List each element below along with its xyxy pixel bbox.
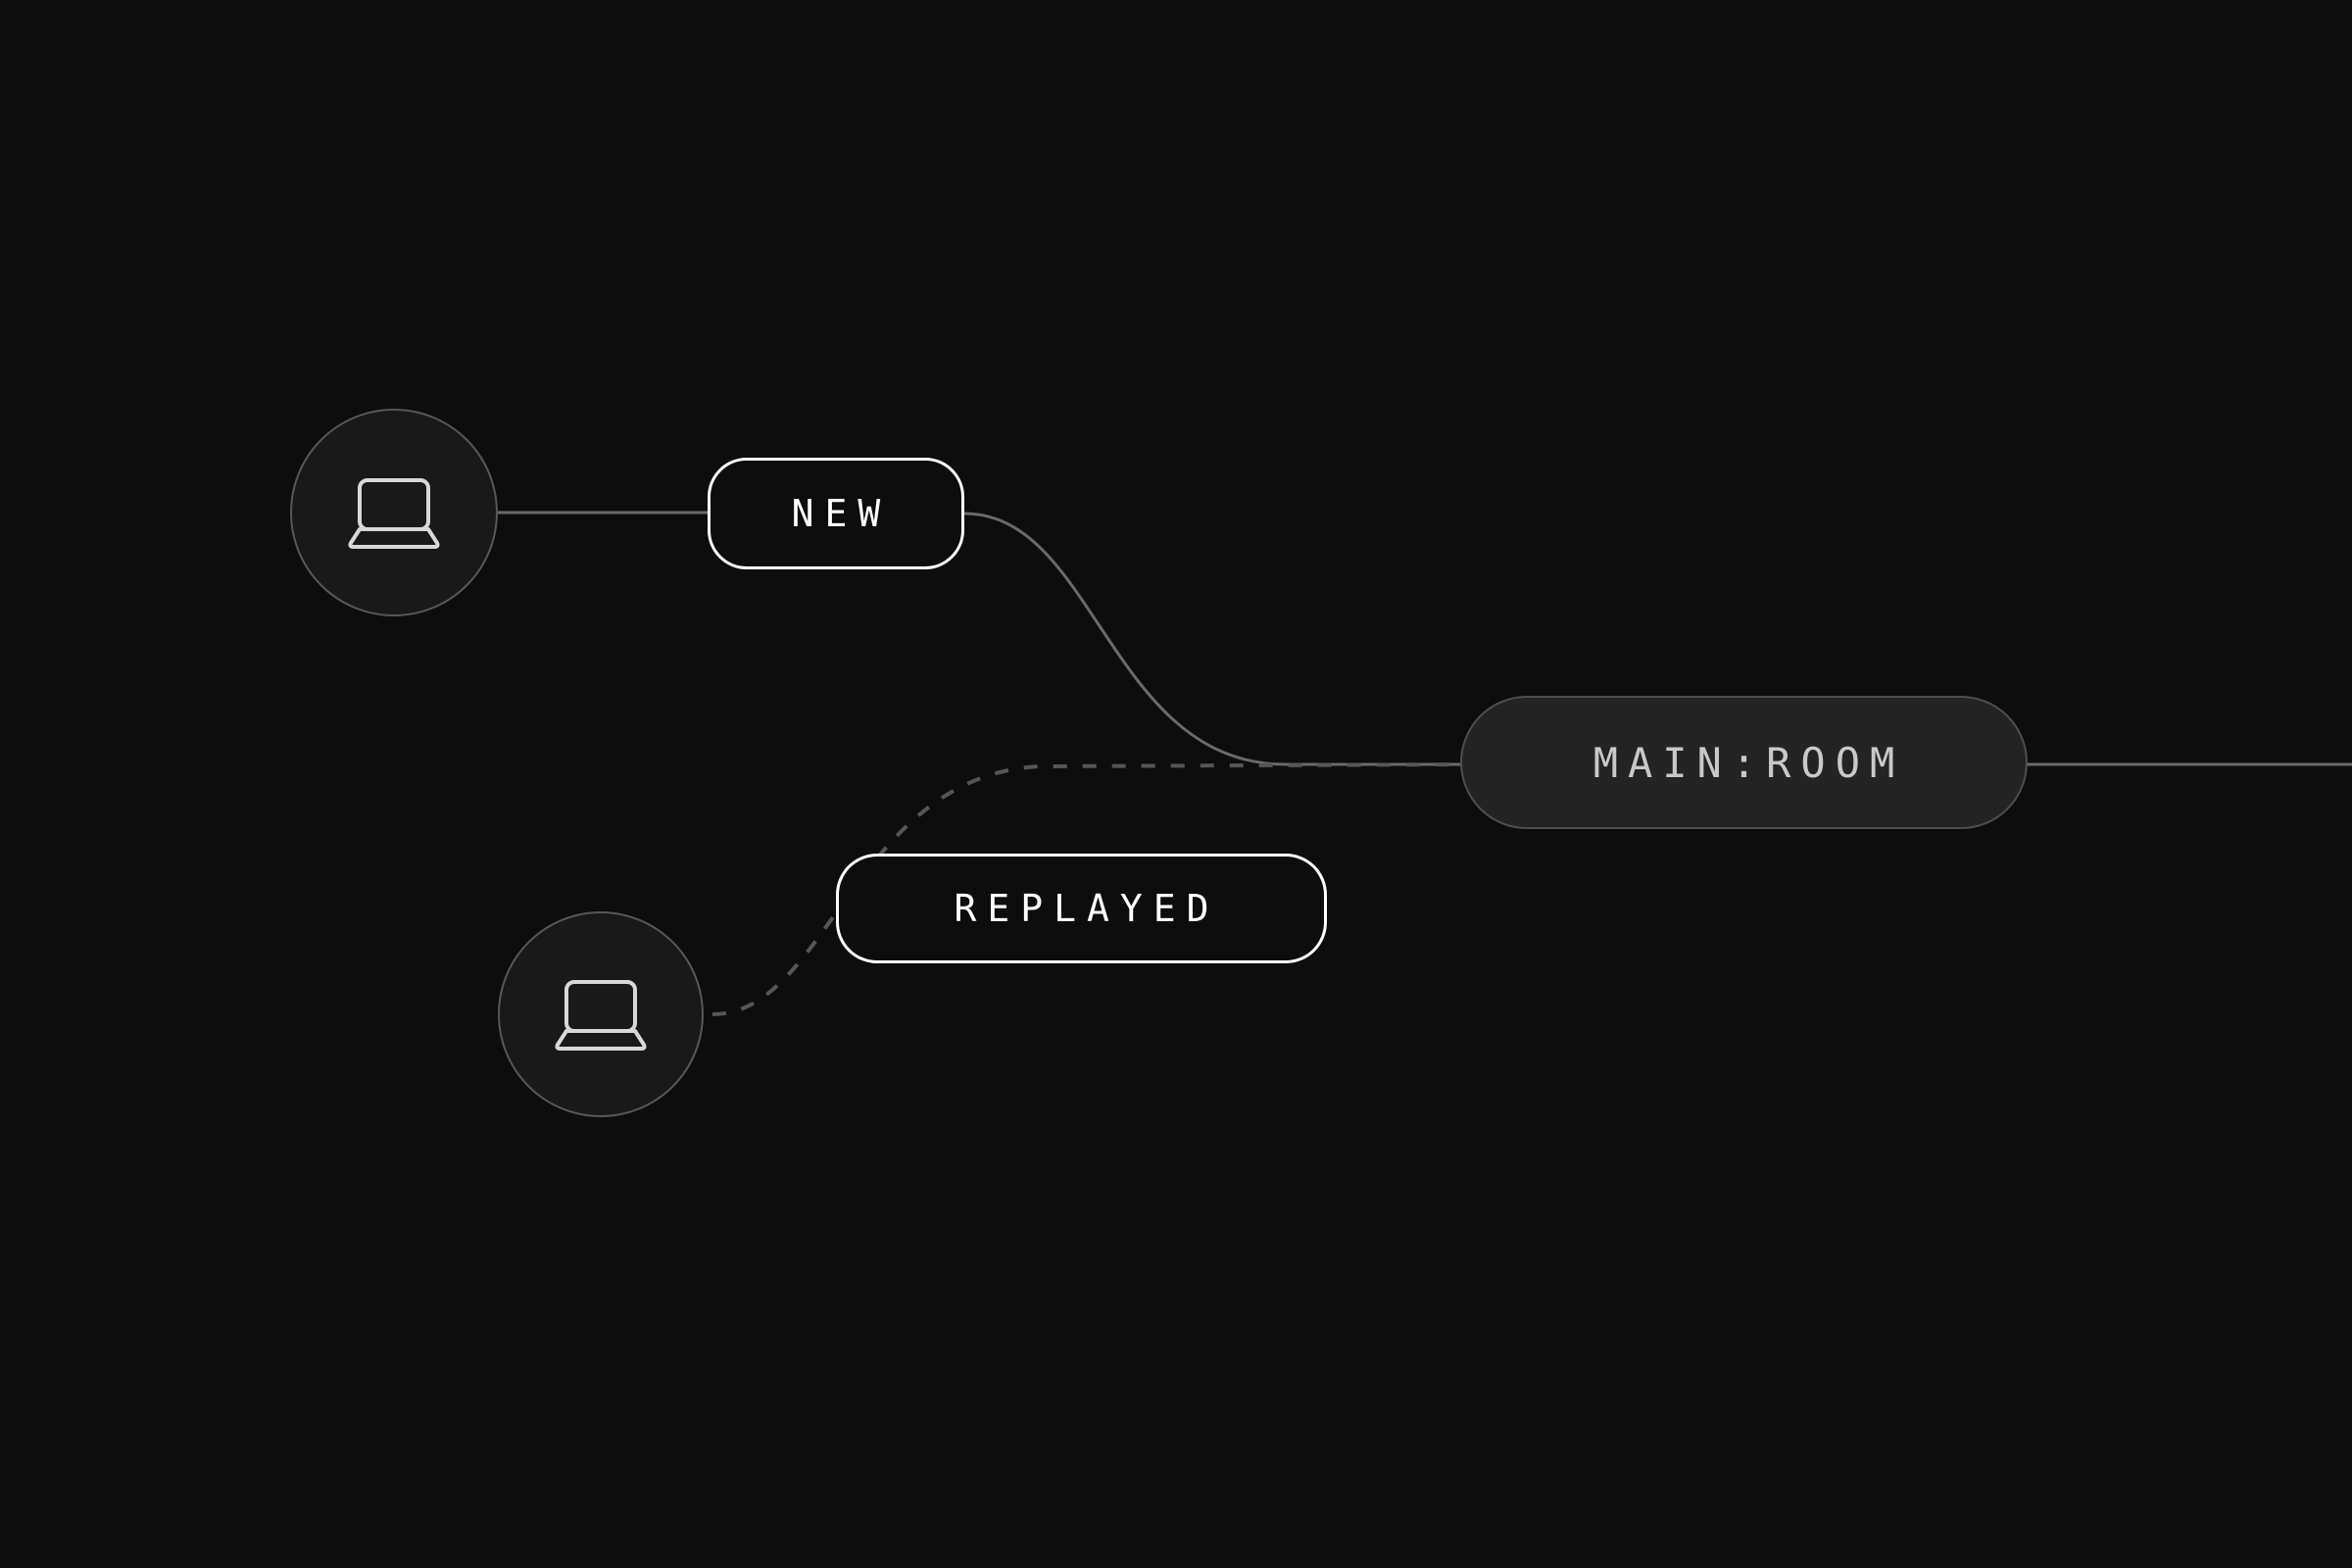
room-node-main-label: MAIN:ROOM (1592, 738, 1905, 787)
status-badge-new[interactable]: NEW (708, 458, 964, 569)
edge-new-pill-to-room (962, 512, 1466, 766)
client-node-new[interactable] (290, 409, 498, 616)
status-badge-replayed[interactable]: REPLAYED (836, 854, 1327, 963)
laptop-icon (347, 474, 441, 551)
client-node-replay[interactable] (498, 911, 704, 1117)
status-badge-new-label: NEW (791, 492, 892, 535)
status-badge-replayed-label: REPLAYED (954, 887, 1220, 930)
room-node-main[interactable]: MAIN:ROOM (1460, 696, 2028, 829)
laptop-icon (554, 976, 648, 1053)
